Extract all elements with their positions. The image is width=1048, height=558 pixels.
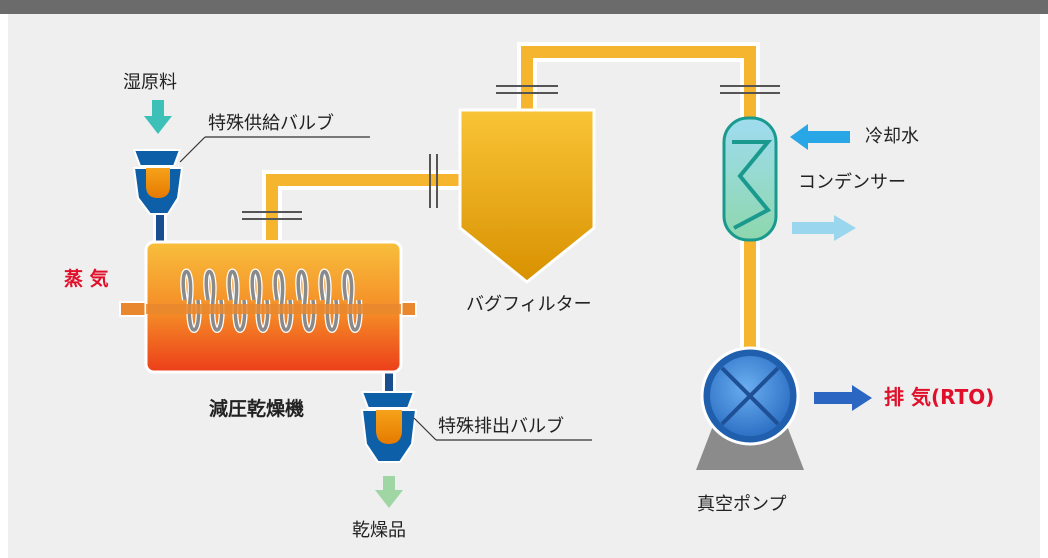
condenser-label: コンデンサー xyxy=(798,172,906,193)
vacuum-dryer xyxy=(144,240,403,374)
cooling-water-label: 冷却水 xyxy=(865,126,919,147)
header-bar xyxy=(0,0,1048,14)
cooling-water-in-arrow-icon xyxy=(790,124,850,150)
special-discharge-valve-label: 特殊排出バルブ xyxy=(438,416,564,437)
special-feed-valve xyxy=(132,149,184,215)
pipe-flange-condenser-inlet xyxy=(720,85,780,94)
steam-label: 蒸 気 xyxy=(64,268,109,290)
vacuum-pump-label: 真空ポンプ xyxy=(697,494,787,515)
bag-filter-label: バグフィルター xyxy=(466,294,592,315)
pipe-feedvalve-to-dryer xyxy=(153,212,167,246)
condenser-coil xyxy=(732,140,773,230)
wet-material-arrow-icon xyxy=(144,100,172,134)
cooling-water-out-arrow-icon xyxy=(792,215,856,241)
dried-product-arrow-icon xyxy=(375,476,403,508)
pipe-flange-bagfilter-outlet xyxy=(496,85,558,94)
feed-valve-leader-line xyxy=(179,136,206,163)
special-feed-valve-label: 特殊供給バルブ xyxy=(208,113,334,134)
discharge-valve-leader-line xyxy=(413,417,437,441)
vacuum-pump xyxy=(696,346,804,470)
exhaust-label: 排 気(RTO) xyxy=(884,386,994,408)
pipe-flange-dryer-top xyxy=(242,211,302,220)
vacuum-dryer-label: 減圧乾燥機 xyxy=(209,398,305,420)
bag-filter xyxy=(458,108,596,284)
wet-material-label: 湿原料 xyxy=(123,72,177,93)
pump-cross-icon xyxy=(720,366,780,426)
dried-product-label: 乾燥品 xyxy=(352,520,406,541)
special-discharge-valve xyxy=(360,391,418,463)
pipe-flange-bagfilter-inlet xyxy=(429,154,438,208)
condenser xyxy=(722,116,778,242)
exhaust-arrow-icon xyxy=(814,385,872,411)
exhaust-label-suffix: (RTO) xyxy=(930,385,995,409)
exhaust-label-text: 排 気 xyxy=(884,385,931,409)
